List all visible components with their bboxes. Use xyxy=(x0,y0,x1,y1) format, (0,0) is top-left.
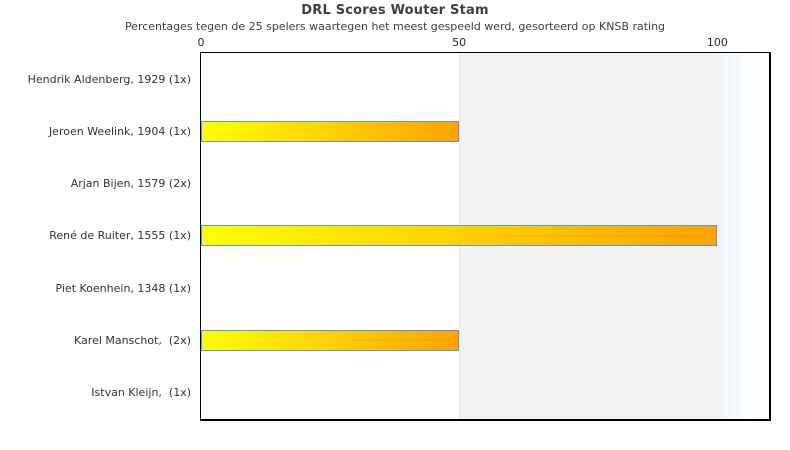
bar-row xyxy=(201,314,769,366)
chart-title: DRL Scores Wouter Stam xyxy=(301,3,489,18)
bar-row xyxy=(201,158,769,210)
chart-subtitle: Percentages tegen de 25 spelers waartege… xyxy=(124,20,666,33)
x-axis-tick-labels: 0 50 100 xyxy=(197,36,769,51)
bar-row xyxy=(201,105,769,157)
category-label: Karel Manschot, (2x) xyxy=(74,334,191,348)
right-edge-gradient xyxy=(717,53,769,419)
bar-row xyxy=(201,262,769,314)
y-axis-category-labels: Hendrik Aldenberg, 1929 (1x) Jeroen Weeli… xyxy=(0,53,191,419)
bar xyxy=(201,120,460,142)
category-label: Istvan Kleijn, (1x) xyxy=(91,386,191,400)
bar-row xyxy=(201,53,769,105)
x-tick-label: 50 xyxy=(452,36,467,49)
category-label: Arjan Bijen, 1579 (2x) xyxy=(70,177,191,191)
category-label: Piet Koenhein, 1348 (1x) xyxy=(55,281,191,295)
bar xyxy=(201,225,718,247)
bar xyxy=(201,330,460,352)
category-label: Hendrik Aldenberg, 1929 (1x) xyxy=(27,72,191,86)
category-label: René de Ruiter, 1555 (1x) xyxy=(49,229,191,243)
bar-row xyxy=(201,367,769,419)
bar-row xyxy=(201,210,769,262)
bars-container xyxy=(201,53,769,419)
plot-area xyxy=(200,52,771,421)
category-label: Jeroen Weelink, 1904 (1x) xyxy=(48,124,191,138)
x-tick-label: 100 xyxy=(706,36,728,49)
x-tick-label: 0 xyxy=(197,36,205,49)
